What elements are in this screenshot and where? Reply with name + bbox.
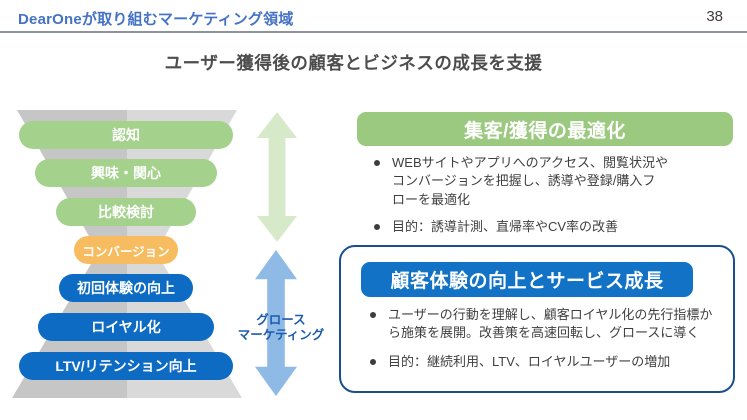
header-divider xyxy=(0,31,747,33)
acquisition-double-arrow-icon xyxy=(257,112,297,242)
marketing-funnel-diagram: 認知 興味・関心 比較検討 コンバージョン 初回体験の向上 ロイヤル化 LTV/… xyxy=(8,108,248,400)
slide-header-title: DearOneが取り組むマーケティング領域 xyxy=(18,11,294,28)
page-number: 38 xyxy=(706,8,723,25)
bullet-text: ユーザーの行動を理解し、顧客ロイヤル化の先行指標から施策を展開。改善策を高速回転… xyxy=(388,307,713,341)
growth-marketing-label: グロース マーケティング xyxy=(206,313,356,343)
bullet-dot-icon xyxy=(374,160,380,166)
funnel-stage-interest: 興味・関心 xyxy=(35,159,217,187)
growth-section-title: 顧客体験の向上とサービス成長 xyxy=(361,262,693,297)
list-item: ユーザーの行動を理解し、顧客ロイヤル化の先行指標から施策を展開。改善策を高速回転… xyxy=(370,306,714,343)
growth-marketing-label-line1: グロース xyxy=(256,313,306,327)
bullet-text: 目的：誘導計測、直帰率やCV率の改善 xyxy=(392,219,619,235)
growth-bullet-list: ユーザーの行動を理解し、顧客ロイヤル化の先行指標から施策を展開。改善策を高速回転… xyxy=(370,306,714,381)
bullet-dot-icon xyxy=(374,224,380,231)
acquisition-bullet-list: WEBサイトやアプリへのアクセス、閲覧状況やコンバージョンを把握し、誘導や登録/… xyxy=(374,154,668,246)
growth-marketing-label-line2: マーケティング xyxy=(237,328,325,342)
funnel-stage-ltv-retention: LTV/リテンション向上 xyxy=(19,352,233,380)
funnel-stage-conversion: コンバージョン xyxy=(74,236,178,264)
bullet-text: 目的：継続利用、LTV、ロイヤルユーザーの増加 xyxy=(388,353,671,369)
bullet-dot-icon xyxy=(370,358,376,365)
bullet-dot-icon xyxy=(370,312,376,318)
funnel-stage-first-experience: 初回体験の向上 xyxy=(59,274,193,302)
list-item: WEBサイトやアプリへのアクセス、閲覧状況やコンバージョンを把握し、誘導や登録/… xyxy=(374,154,668,209)
acquisition-section-title: 集客/獲得の最適化 xyxy=(357,112,733,146)
funnel-stage-comparison: 比較検討 xyxy=(56,198,196,226)
list-item: 目的：継続利用、LTV、ロイヤルユーザーの増加 xyxy=(370,353,714,371)
funnel-stage-awareness: 認知 xyxy=(19,121,233,149)
funnel-stage-loyalty: ロイヤル化 xyxy=(38,313,214,341)
bullet-text: WEBサイトやアプリへのアクセス、閲覧状況やコンバージョンを把握し、誘導や登録/… xyxy=(392,155,668,207)
list-item: 目的：誘導計測、直帰率やCV率の改善 xyxy=(374,218,668,236)
slide-main-title: ユーザー獲得後の顧客とビジネスの成長を支援 xyxy=(164,53,543,73)
